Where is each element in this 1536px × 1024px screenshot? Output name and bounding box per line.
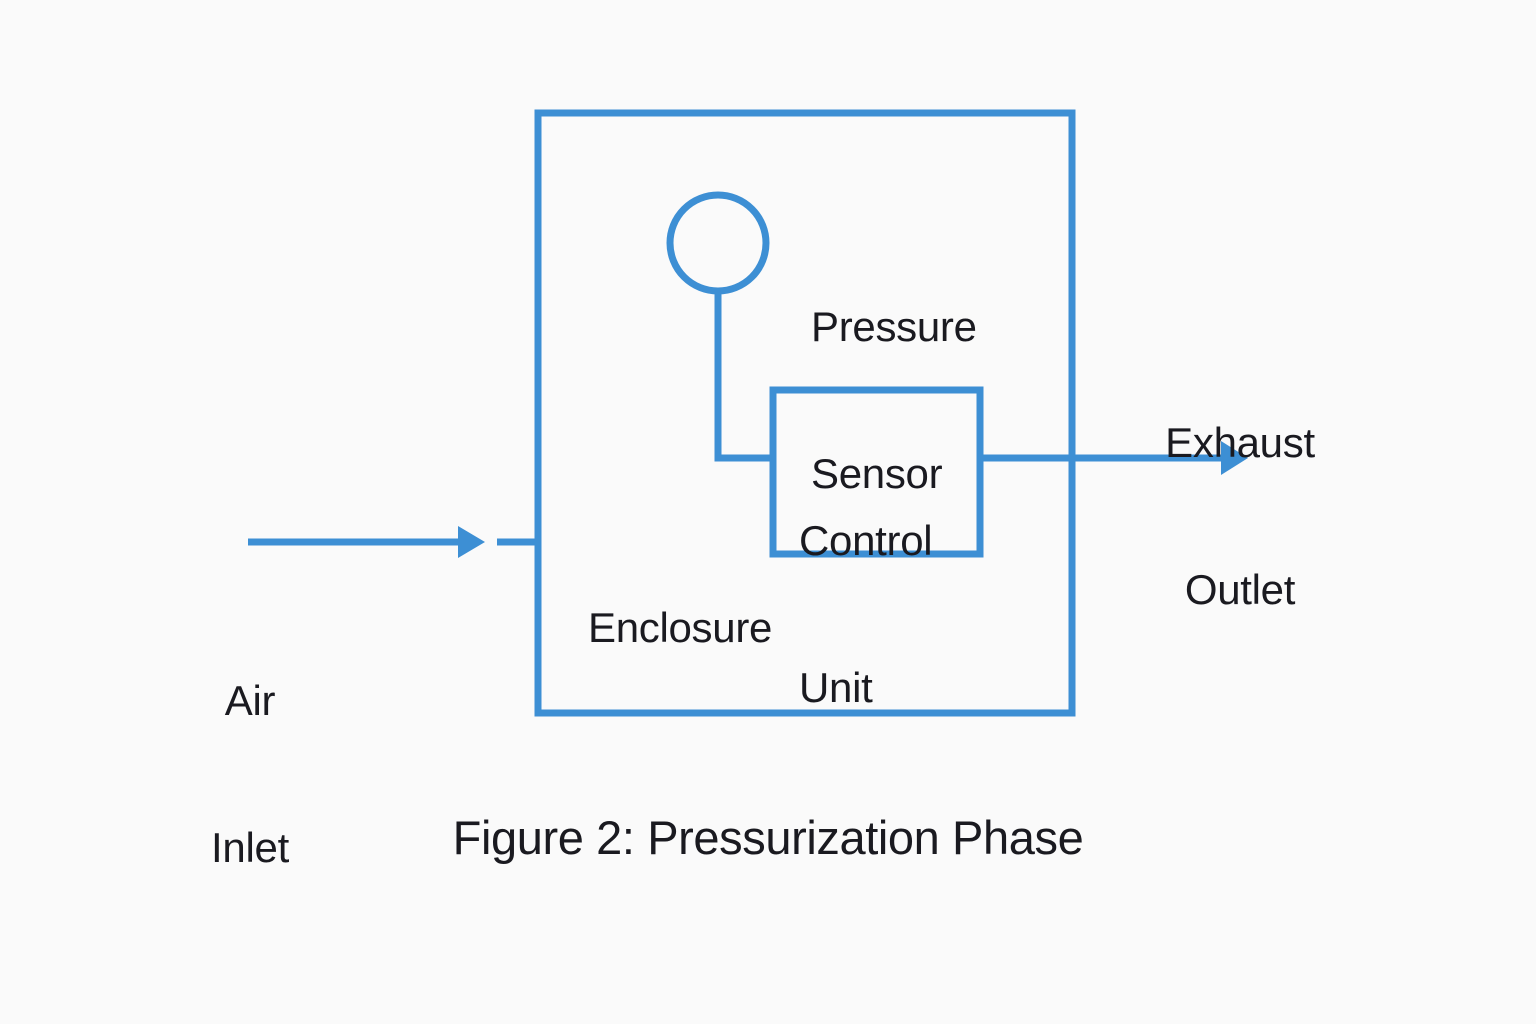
figure-caption: Figure 2: Pressurization Phase	[452, 811, 1084, 864]
air-inlet-label-line1: Air	[224, 677, 276, 725]
enclosure-label: Enclosure	[588, 604, 773, 651]
pressure-sensor-label-line1: Pressure	[811, 303, 977, 351]
pressure-sensor-circle	[666, 191, 770, 295]
control-unit-label-line1: Control	[799, 517, 933, 565]
exhaust-outlet-arrowhead	[1221, 441, 1248, 475]
pressure-sensor-label: Pressure Sensor	[811, 206, 977, 596]
pressure-sensor-label-line2: Sensor	[811, 449, 943, 497]
air-inlet-label: Air Inlet	[150, 580, 350, 970]
enclosure-box	[534, 109, 1076, 717]
sensor-to-control-connector	[714, 291, 776, 462]
control-unit-label-line2: Unit	[799, 663, 873, 711]
air-inlet-arrowhead	[458, 526, 485, 558]
exhaust-outlet-label-line1: Exhaust	[1165, 419, 1315, 467]
exhaust-outlet-label: Exhaust Outlet	[1120, 322, 1360, 712]
exhaust-outlet-label-line2: Outlet	[1184, 565, 1296, 613]
control-unit-label: Control Unit	[799, 420, 933, 810]
control-unit-box	[769, 386, 984, 558]
air-inlet-label-line2: Inlet	[211, 823, 289, 871]
